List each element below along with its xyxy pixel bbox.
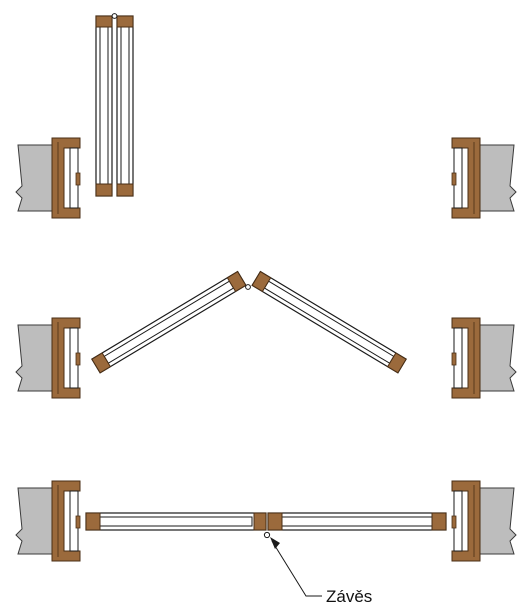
folded-door-leaf-right <box>116 15 134 197</box>
closed-door-leaf-right <box>267 512 447 531</box>
left-wall-jamb <box>15 480 81 562</box>
left-wall-jamb <box>15 137 81 219</box>
hinge-callout: Závěs <box>270 537 372 606</box>
right-wall-jamb <box>452 318 516 398</box>
state-half-open <box>15 270 516 399</box>
right-wall-jamb <box>452 138 516 218</box>
hinge-marker <box>245 284 251 290</box>
right-wall-jamb <box>452 481 516 561</box>
hinge-marker <box>263 531 271 539</box>
closed-door-leaf-left <box>85 512 267 531</box>
state-folded <box>15 13 516 219</box>
hinge-marker <box>111 13 118 19</box>
hinge-label: Závěs <box>326 587 372 606</box>
left-wall-jamb <box>15 317 81 399</box>
state-closed: Závěs <box>15 480 516 606</box>
half-open-door-leaf-right <box>251 270 407 374</box>
half-open-door-leaf-left <box>91 270 247 374</box>
folded-door-leaf-left <box>95 15 113 197</box>
